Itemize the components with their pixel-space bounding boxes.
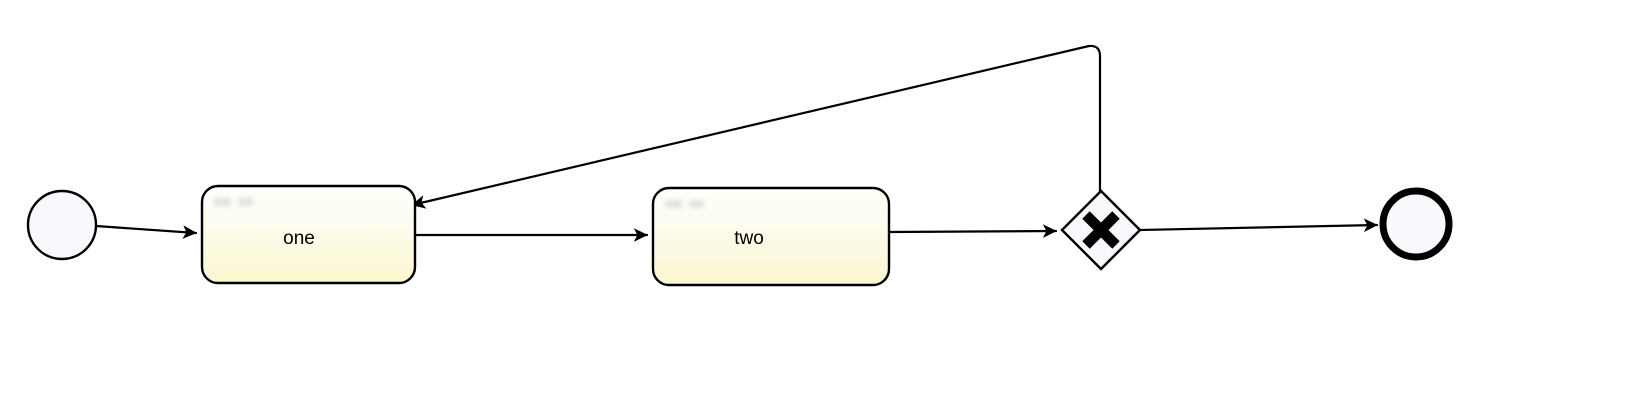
task-one-label: one bbox=[283, 228, 315, 249]
start-event[interactable] bbox=[26, 189, 98, 261]
start-event-circle[interactable] bbox=[26, 189, 98, 261]
sequence-flow-start-to-one[interactable] bbox=[94, 224, 198, 239]
task-two-marker-glyph-a bbox=[665, 200, 682, 208]
end-event[interactable] bbox=[1379, 187, 1453, 261]
exclusive-gateway[interactable] bbox=[1060, 189, 1142, 271]
task-two-label: two bbox=[734, 228, 764, 249]
task-two[interactable]: two bbox=[651, 186, 891, 287]
sequence-flow-gateway-to-end[interactable] bbox=[1139, 218, 1379, 233]
task-two-body[interactable] bbox=[651, 186, 891, 287]
sequence-flow-layer bbox=[94, 44, 1379, 242]
exclusive-gateway-x-icon bbox=[1082, 211, 1120, 249]
task-one-body[interactable] bbox=[200, 184, 417, 285]
task-one-marker-glyph-a bbox=[214, 198, 231, 206]
task-one-marker-glyph-b bbox=[238, 198, 253, 206]
end-event-circle[interactable] bbox=[1379, 187, 1453, 261]
task-one[interactable]: one bbox=[200, 184, 417, 285]
sequence-flow-gateway-loopback-to-one[interactable] bbox=[410, 44, 1102, 209]
sequence-flow-two-to-gateway[interactable] bbox=[887, 224, 1058, 238]
task-two-marker-glyph-b bbox=[689, 200, 704, 208]
